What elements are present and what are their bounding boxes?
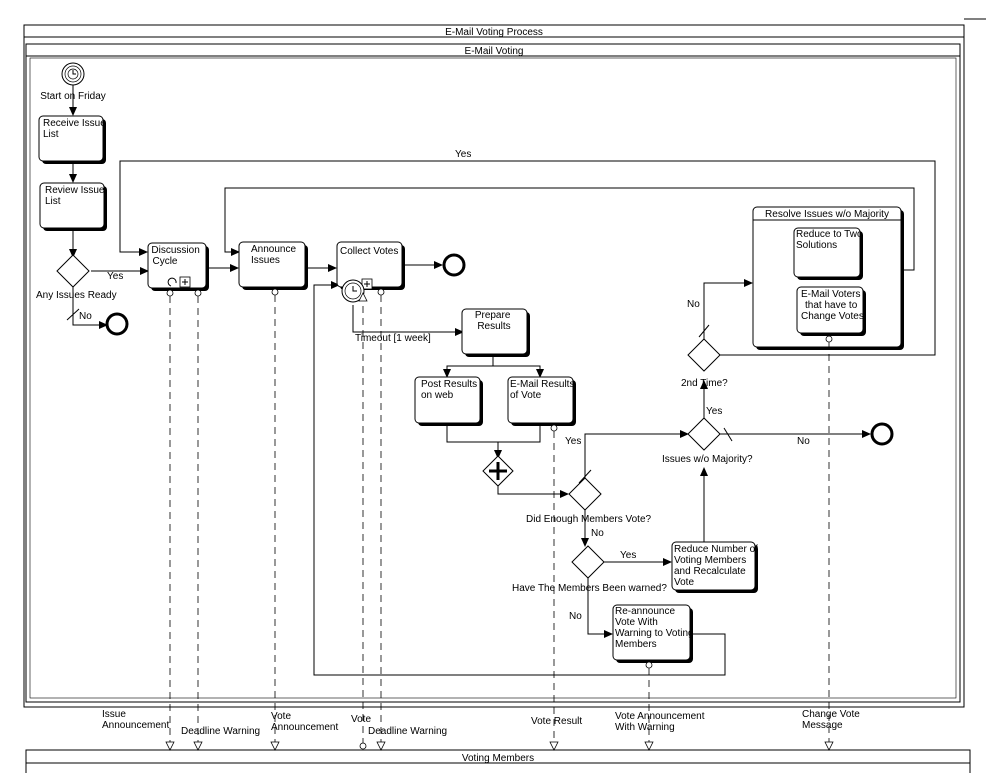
sequence-flows xyxy=(66,85,936,676)
task-review-issue-list: Review Issue List xyxy=(39,182,107,231)
task-reduce-number: Reduce Number of Voting Members and Reca… xyxy=(671,541,761,593)
flow-label-yes: Yes xyxy=(455,149,471,160)
gateway-any-issues-ready xyxy=(56,254,90,288)
end-event-no-issues xyxy=(105,312,129,336)
task-label: Post Results on web xyxy=(421,379,480,401)
gateway-without-majority xyxy=(687,417,721,451)
pool-title: E-Mail Voting Process xyxy=(445,27,543,38)
timeout-label: Timeout [1 week] xyxy=(355,333,431,344)
task-email-results: E-Mail Results of Vote xyxy=(507,376,577,426)
gateway-members-warned xyxy=(571,545,605,579)
message-label-vote-announcement: Vote Announcement xyxy=(271,711,338,733)
lane-title: E-Mail Voting xyxy=(465,46,524,57)
message-label-vote-result: Vote Result xyxy=(531,716,582,727)
message-label-vote: Vote xyxy=(351,714,371,725)
task-label: Discussion Cycle xyxy=(151,245,202,267)
task-discussion-cycle: Discussion Cycle xyxy=(147,242,209,291)
start-timer-event xyxy=(61,62,85,86)
flow-label-no: No xyxy=(797,436,810,447)
voting-members-title: Voting Members xyxy=(462,753,534,764)
pool-email-voting-process: E-Mail Voting Process xyxy=(23,18,986,708)
task-label: Reduce to Two Solutions xyxy=(796,229,865,251)
end-event-majority xyxy=(870,422,894,446)
task-label: Reduce Number of Voting Members and Reca… xyxy=(674,544,761,588)
task-announce-issues: Announce Issues xyxy=(238,241,308,290)
loop-icon xyxy=(167,277,177,287)
start-label: Start on Friday xyxy=(40,91,106,102)
task-post-results: Post Results on web xyxy=(414,376,483,426)
flow-label-yes: Yes xyxy=(620,550,636,561)
subprocess-title: Resolve Issues w/o Majority xyxy=(765,209,889,220)
timer-boundary-event xyxy=(341,279,365,303)
flow-label-no: No xyxy=(569,611,582,622)
task-label: Announce Issues xyxy=(251,244,299,266)
flow-label-no: No xyxy=(591,528,604,539)
clock-icon xyxy=(352,286,357,292)
message-label-deadline-warning: Deadline Warning xyxy=(368,726,447,737)
gateway-enough-members xyxy=(568,477,602,511)
task-reduce-to-two: Reduce to Two Solutions xyxy=(793,227,865,280)
members-warned-label: Have The Members Been warned? xyxy=(512,583,667,594)
task-label: Re-announce Vote With Warning to Voting … xyxy=(615,606,696,650)
enough-members-label: Did Enough Members Vote? xyxy=(526,514,652,525)
task-email-voters: E-Mail Voters that have to Change Votes xyxy=(796,286,866,336)
pool-voting-members: Voting Members xyxy=(25,749,971,773)
task-label: Collect Votes xyxy=(340,246,398,257)
task-receive-issue-list: Receive Issue List xyxy=(38,115,109,164)
plus-icon xyxy=(489,462,507,480)
task-prepare-results: Prepare Results xyxy=(461,308,530,357)
message-label-change-vote: Change Vote Message xyxy=(802,709,863,731)
task-label: E-Mail Voters that have to Change Votes xyxy=(801,289,864,322)
task-collect-votes: Collect Votes xyxy=(336,241,405,290)
end-event-collect xyxy=(442,253,466,277)
task-label: E-Mail Results of Vote xyxy=(510,379,577,401)
gateway-parallel-join xyxy=(482,455,514,487)
message-label-issue-announcement: Issue Announcement xyxy=(102,709,169,731)
message-label-vote-announcement-warning: Vote Announcement With Warning xyxy=(615,711,707,733)
message-flows xyxy=(167,288,832,750)
task-label: Review Issue List xyxy=(45,185,107,207)
message-label-deadline-warning: Deadline Warning xyxy=(181,726,260,737)
task-label: Receive Issue List xyxy=(43,118,109,140)
task-label: Prepare Results xyxy=(475,310,513,332)
subprocess-plus-icon xyxy=(361,278,373,290)
second-time-label: 2nd Time? xyxy=(681,378,728,389)
flow-label-no: No xyxy=(687,299,700,310)
subprocess-resolve-issues: Resolve Issues w/o Majority Reduce to Tw… xyxy=(752,206,904,350)
lane-email-voting: E-Mail Voting xyxy=(25,43,961,703)
subprocess-plus-icon xyxy=(179,276,191,288)
flow-label-yes: Yes xyxy=(706,406,722,417)
gateway-second-time xyxy=(687,338,721,372)
flow-label-yes: Yes xyxy=(107,271,123,282)
flow-label-yes: Yes xyxy=(565,436,581,447)
without-majority-label: Issues w/o Majority? xyxy=(662,454,753,465)
issues-ready-label: Any Issues Ready xyxy=(36,290,117,301)
flow-label-no: No xyxy=(79,311,92,322)
task-reannounce-vote: Re-announce Vote With Warning to Voting … xyxy=(612,604,696,663)
